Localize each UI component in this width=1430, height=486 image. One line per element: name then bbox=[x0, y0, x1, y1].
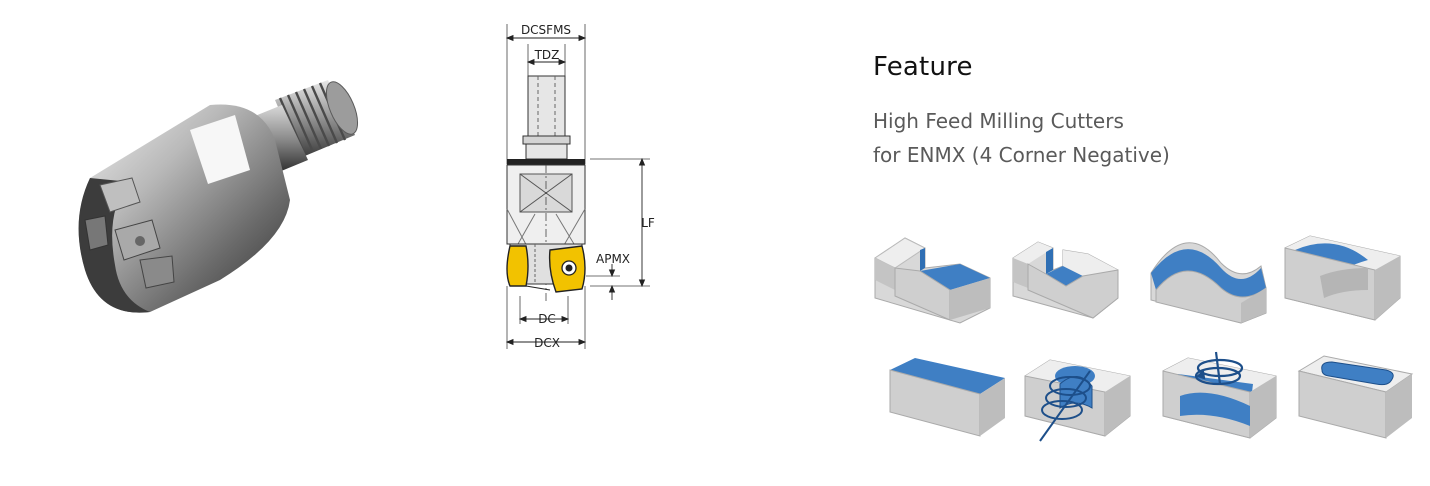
dimension-diagram: DCSFMS TDZ LF APMX DC DCX bbox=[490, 14, 670, 354]
circular-pocket-icon bbox=[1284, 235, 1401, 321]
cutter-body bbox=[78, 104, 290, 313]
face-milling-icon bbox=[889, 358, 1005, 437]
label-apmx: APMX bbox=[596, 252, 630, 266]
operations-grid bbox=[870, 228, 1415, 448]
feature-section: Feature High Feed Milling Cutters for EN… bbox=[873, 52, 1413, 172]
slot-pocket-icon bbox=[1297, 355, 1414, 439]
diagram-inserts bbox=[506, 245, 586, 293]
helical-interpolation-icon bbox=[1024, 359, 1131, 442]
carbide-inserts bbox=[84, 177, 175, 289]
helical-pocketing-icon bbox=[1162, 351, 1277, 439]
diagram-shank bbox=[522, 75, 571, 160]
label-dcsfms: DCSFMS bbox=[521, 23, 571, 37]
label-tdz: TDZ bbox=[534, 48, 560, 62]
slotting-icon bbox=[1012, 241, 1119, 319]
feature-title: Feature bbox=[873, 52, 973, 82]
label-dcx: DCX bbox=[534, 336, 560, 350]
flat-clamp-face bbox=[190, 115, 250, 184]
label-lf: LF bbox=[641, 216, 655, 230]
label-dc: DC bbox=[538, 312, 556, 326]
feature-subtitle-line: High Feed Milling Cutters bbox=[873, 109, 1124, 133]
shouldering-icon bbox=[874, 237, 991, 324]
product-photo bbox=[60, 60, 380, 350]
feature-subtitle-line: for ENMX (4 Corner Negative) bbox=[873, 143, 1170, 167]
contouring-icon bbox=[1150, 242, 1267, 324]
feature-subtitle: High Feed Milling Cutters for ENMX (4 Co… bbox=[873, 104, 1413, 172]
